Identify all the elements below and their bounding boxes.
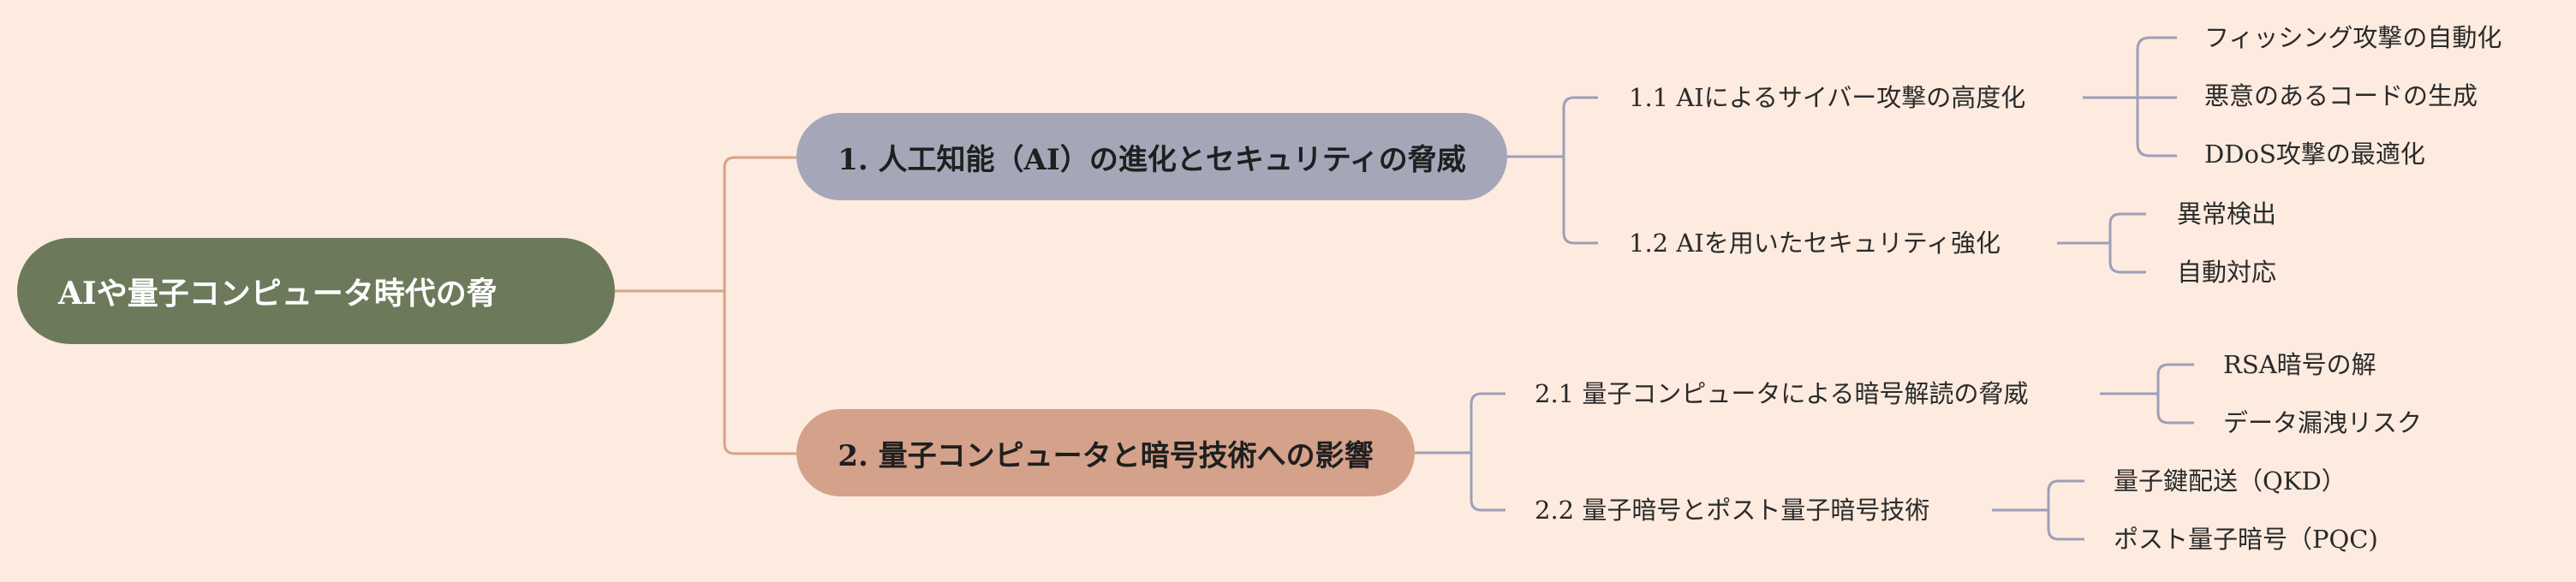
root-topic[interactable]: AIや量子コンピュータ時代の脅: [17, 238, 615, 344]
link-sub11-items: [2083, 36, 2177, 157]
leaf-item[interactable]: ポスト量子暗号（PQC): [2114, 525, 2378, 554]
link-sub12-items: [2057, 212, 2146, 274]
leaf-item[interactable]: RSA暗号の解: [2223, 350, 2376, 379]
link-sub22-items: [1992, 479, 2084, 541]
leaf-item[interactable]: DDoS攻撃の最適化: [2204, 140, 2425, 169]
subtopic-1-2[interactable]: 1.2 AIを用いたセキュリティ強化: [1629, 229, 2001, 258]
leaf-item[interactable]: 自動対応: [2177, 258, 2277, 287]
leaf-item[interactable]: 悪意のあるコードの生成: [2204, 81, 2478, 110]
leaf-item[interactable]: データ漏洩リスク: [2223, 408, 2423, 437]
leaf-item[interactable]: フィッシング攻撃の自動化: [2204, 23, 2502, 52]
leaf-item[interactable]: 異常検出: [2177, 199, 2277, 229]
subtopic-2-1[interactable]: 2.1 量子コンピュータによる暗号解読の脅威: [1535, 379, 2029, 408]
branch-quantum-crypto[interactable]: 2. 量子コンピュータと暗号技術への影響: [796, 409, 1415, 496]
subtopic-1-1[interactable]: 1.1 AIによるサイバー攻撃の高度化: [1629, 83, 2026, 112]
leaf-item[interactable]: 量子鍵配送（QKD）: [2114, 466, 2346, 496]
link-branch2-subtopics: [1415, 392, 1506, 512]
link-root-branches: [615, 156, 796, 455]
link-branch1-subtopics: [1507, 96, 1598, 245]
link-sub21-items: [2100, 363, 2194, 425]
subtopic-2-2[interactable]: 2.2 量子暗号とポスト量子暗号技術: [1535, 496, 1930, 525]
branch-ai-security[interactable]: 1. 人工知能（AI）の進化とセキュリティの脅威: [796, 113, 1507, 200]
